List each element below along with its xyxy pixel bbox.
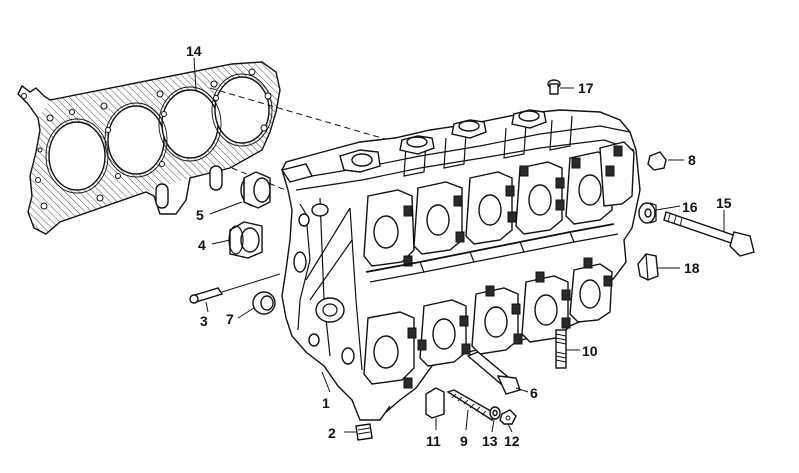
seal-ring-part-5 <box>240 171 271 209</box>
valve-guide-part-6 <box>466 351 521 395</box>
callout-3: 3 <box>200 313 208 329</box>
plug-part-7 <box>252 291 276 315</box>
callout-labels: 14 17 8 16 15 18 5 4 3 7 10 6 1 2 11 9 1… <box>186 43 732 449</box>
lower-valve-towers <box>363 263 613 385</box>
callout-9: 9 <box>460 433 468 449</box>
callout-6: 6 <box>530 385 538 401</box>
callout-10: 10 <box>582 343 598 359</box>
head-gasket-part-14 <box>17 61 281 235</box>
dowel-pin-part-3 <box>189 273 281 304</box>
callout-18: 18 <box>684 260 700 276</box>
sleeve-nut-part-11 <box>425 387 445 419</box>
callout-1: 1 <box>322 395 330 411</box>
callout-8: 8 <box>688 152 696 168</box>
callout-12: 12 <box>504 433 520 449</box>
lower-studs <box>403 257 613 389</box>
callout-7: 7 <box>226 311 234 327</box>
head-bolt-part-15 <box>663 211 755 257</box>
cover-plug-part-18 <box>637 253 659 281</box>
callout-5: 5 <box>196 207 204 223</box>
callout-14: 14 <box>186 43 202 59</box>
stud-part-10 <box>555 329 567 369</box>
callout-13: 13 <box>482 433 498 449</box>
callout-15: 15 <box>716 195 732 211</box>
cap-nut-part-8 <box>647 151 667 171</box>
callout-4: 4 <box>198 237 206 253</box>
callout-11: 11 <box>426 433 441 449</box>
upper-studs <box>403 145 623 267</box>
plug-part-17 <box>547 79 561 95</box>
callout-16: 16 <box>682 199 698 215</box>
washer-part-13 <box>489 406 501 420</box>
washer-part-16 <box>638 202 657 224</box>
leader-lines <box>193 57 725 433</box>
nut-part-12 <box>499 409 517 425</box>
plug-part-2 <box>355 423 373 441</box>
cylinder-head-part-1 <box>280 109 641 421</box>
callout-17: 17 <box>578 80 594 96</box>
callout-2: 2 <box>328 425 336 441</box>
long-stud-part-9 <box>446 389 497 421</box>
bearing-sleeve-part-4 <box>228 221 263 259</box>
upper-valve-towers <box>363 141 635 267</box>
